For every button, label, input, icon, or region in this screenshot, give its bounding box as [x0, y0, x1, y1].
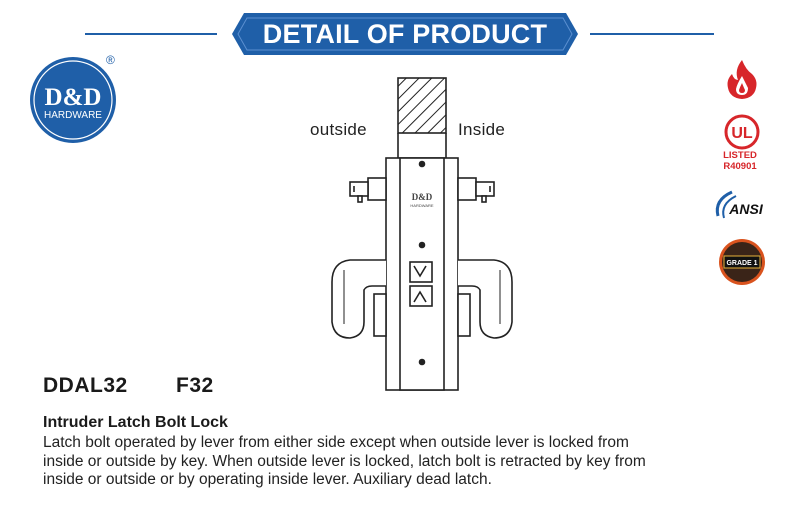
dead-latch-bevel [413, 290, 427, 303]
ul-listed-text: LISTED [723, 150, 757, 161]
header-banner: DETAIL OF PRODUCT [232, 13, 578, 55]
description-line: inside or outside or by operating inside… [43, 471, 492, 488]
mid-screw [418, 241, 426, 249]
ansi-badge: ANSI [710, 186, 772, 231]
label-inside: Inside [458, 120, 506, 139]
flame-icon [722, 58, 762, 105]
product-description: Latch bolt operated by lever from either… [43, 434, 783, 490]
model-code: DDAL32 [43, 374, 128, 397]
header-rule-left [85, 33, 217, 35]
ul-listed-mark: UL [724, 114, 760, 155]
logo-registered-mark: ® [106, 53, 115, 67]
faceplate-brand: D&D [412, 192, 433, 202]
outside-rose [373, 293, 387, 337]
inside-key-icon [475, 181, 495, 203]
brand-logo: D&D HARDWARE [28, 55, 118, 145]
dead-latch [409, 285, 433, 307]
door-section [397, 77, 447, 134]
ul-mark-text: UL [731, 125, 753, 142]
lock-drawing: D&D HARDWARE [300, 75, 530, 395]
grade-1-badge: GRADE 1 [718, 238, 766, 291]
function-code: F32 [176, 374, 214, 397]
ansi-text: ANSI [728, 201, 764, 217]
latch-bolt [409, 261, 433, 283]
latch-bevel [413, 265, 427, 278]
outside-lever [331, 259, 386, 339]
product-name: Intruder Latch Bolt Lock [43, 414, 228, 431]
description-line: inside or outside by key. When outside l… [43, 452, 646, 470]
inside-rose [457, 293, 471, 337]
bottom-screw [418, 358, 426, 366]
page-title: DETAIL OF PRODUCT [262, 19, 548, 49]
logo-brand: D&D [45, 84, 102, 111]
banner-shape [232, 13, 578, 55]
logo-sub: HARDWARE [44, 110, 102, 121]
outside-cylinder [367, 177, 387, 201]
inside-lever [458, 259, 513, 339]
label-outside: outside [310, 120, 367, 139]
ul-number-text: R40901 [723, 161, 757, 172]
outside-key-icon [349, 181, 369, 203]
top-screw [418, 160, 426, 168]
inside-cylinder [457, 177, 477, 201]
header-rule-right [590, 33, 714, 35]
ul-listing: LISTED R40901 [710, 150, 770, 172]
faceplate-sub: HARDWARE [410, 203, 434, 208]
grade-text: GRADE 1 [726, 260, 757, 267]
description-line: Latch bolt operated by lever from either… [43, 434, 629, 451]
